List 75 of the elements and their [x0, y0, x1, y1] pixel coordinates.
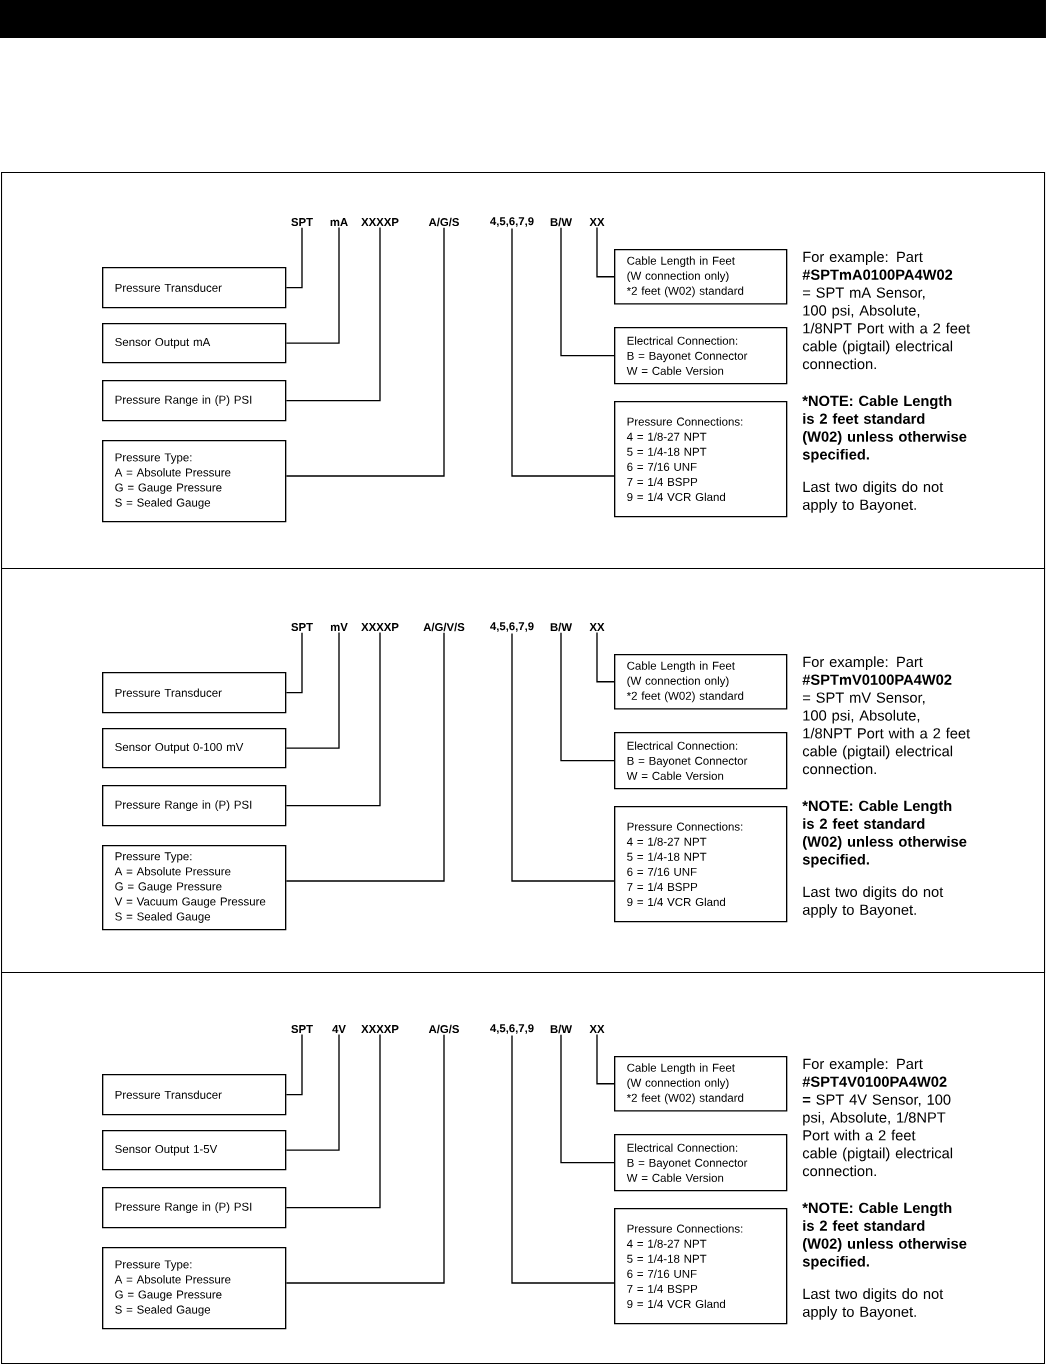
description-box: Cable Length in Feet (W connection only) *2 feet (W02) standard — [614, 1056, 788, 1112]
connector-line — [285, 226, 340, 344]
connector-line — [285, 1033, 303, 1096]
description-box: Sensor Output 0-100 mV — [102, 728, 287, 769]
description-box: Pressure Transducer — [102, 1074, 287, 1116]
note-text: For example: Part #SPTmA0100PA4W02 = SPT mA Sensor, 100 psi, Absolute, 1/8NPT Port with a 2 feet cable (pigtail) electrical connection. — [802, 251, 971, 370]
code-label: SPT — [291, 1025, 313, 1033]
code-label: 4,5,6,7,9 — [490, 622, 534, 632]
note-text: *NOTE: Cable Length is 2 feet standard (W02) unless otherwise specified. — [802, 395, 967, 463]
code-label: SPT — [291, 623, 313, 631]
note-text: *NOTE: Cable Length is 2 feet standard (W02) unless otherwise specified. — [802, 800, 967, 868]
code-label: A/G/S — [428, 1024, 459, 1034]
description-box: Cable Length in Feet (W connection only) *2 feet (W02) standard — [614, 654, 788, 710]
code-label: A/G/V/S — [423, 622, 465, 632]
description-box: Pressure Connections: 4 = 1/8-27 NPT 5 = 1/4-18 NPT 6 = 7/16 UNF 7 = 1/4 BSPP 9 = 1/4 VCR Gland — [614, 806, 788, 923]
description-box: Pressure Range in (P) PSI — [102, 785, 287, 827]
code-label: mA — [330, 218, 348, 226]
code-label: B/W — [550, 217, 572, 227]
code-label: mV — [330, 623, 348, 631]
connector-line — [511, 632, 615, 882]
description-box: Electrical Connection: B = Bayonet Connector W = Cable Version — [614, 732, 788, 790]
code-label: XX — [589, 218, 605, 226]
description-box: Cable Length in Feet (W connection only) *2 feet (W02) standard — [614, 249, 788, 305]
connector-line — [285, 631, 303, 694]
connector-line — [285, 226, 303, 289]
description-box: Electrical Connection: B = Bayonet Connector W = Cable Version — [614, 327, 788, 385]
connector-line — [285, 1033, 381, 1209]
panel-frame — [1, 172, 1046, 570]
code-label: XXXXP — [361, 623, 399, 631]
connector-line — [596, 226, 615, 278]
description-box: Pressure Range in (P) PSI — [102, 1187, 287, 1229]
code-label: XX — [589, 623, 605, 631]
code-label: B/W — [550, 622, 572, 632]
panel-frame — [1, 568, 1046, 974]
connector-line — [560, 632, 615, 762]
connector-line — [285, 227, 445, 477]
description-box: Pressure Transducer — [102, 672, 287, 714]
connector-line — [285, 226, 381, 402]
connector-line — [560, 1034, 615, 1164]
connector-line — [285, 631, 381, 807]
panel-frame — [1, 972, 1046, 1365]
code-label: A/G/S — [428, 217, 459, 227]
note-text: *NOTE: Cable Length is 2 feet standard (W02) unless otherwise specified. — [802, 1202, 967, 1270]
description-box: Sensor Output mA — [102, 323, 287, 364]
note-text: For example: Part #SPT4V0100PA4W02 = SPT 4V Sensor, 100 psi, Absolute, 1/8NPT Port with a 2 feet cable (pigtail) electrical connection. — [802, 1058, 953, 1177]
description-box: Pressure Type: A = Absolute Pressure G = Gauge Pressure S = Sealed Gauge — [102, 1247, 287, 1330]
code-label: 4,5,6,7,9 — [490, 1024, 534, 1034]
connector-line — [285, 1034, 445, 1284]
description-box: Pressure Transducer — [102, 267, 287, 309]
note-text: For example: Part #SPTmV0100PA4W02 = SPT mV Sensor, 100 psi, Absolute, 1/8NPT Port with a 2 feet cable (pigtail) electrical connection. — [802, 656, 971, 775]
connector-line — [285, 1033, 340, 1151]
code-label: 4,5,6,7,9 — [490, 217, 534, 227]
connector-line — [285, 631, 340, 749]
code-label: XX — [589, 1025, 605, 1033]
description-box: Pressure Type: A = Absolute Pressure G = Gauge Pressure V = Vacuum Gauge Pressure S = Sealed Gauge — [102, 845, 287, 931]
connector-line — [511, 227, 615, 477]
connector-line — [285, 632, 445, 882]
connector-line — [596, 1033, 615, 1085]
code-label: XXXXP — [361, 218, 399, 226]
description-box: Sensor Output 1-5V — [102, 1130, 287, 1171]
description-box: Pressure Type: A = Absolute Pressure G = Gauge Pressure S = Sealed Gauge — [102, 440, 287, 523]
note-text: Last two digits do not apply to Bayonet. — [802, 481, 944, 513]
note-text: Last two digits do not apply to Bayonet. — [802, 1288, 944, 1320]
description-box: Pressure Connections: 4 = 1/8-27 NPT 5 = 1/4-18 NPT 6 = 7/16 UNF 7 = 1/4 BSPP 9 = 1/4 VCR Gland — [614, 1208, 788, 1325]
code-label: 4V — [332, 1025, 346, 1033]
description-box: Pressure Range in (P) PSI — [102, 380, 287, 422]
code-label: SPT — [291, 218, 313, 226]
code-label: B/W — [550, 1024, 572, 1034]
description-box: Pressure Connections: 4 = 1/8-27 NPT 5 = 1/4-18 NPT 6 = 7/16 UNF 7 = 1/4 BSPP 9 = 1/4 VCR Gland — [614, 401, 788, 518]
note-text: Last two digits do not apply to Bayonet. — [802, 886, 944, 918]
code-label: XXXXP — [361, 1025, 399, 1033]
connector-line — [596, 631, 615, 683]
connector-line — [560, 227, 615, 357]
connector-line — [511, 1034, 615, 1284]
description-box: Electrical Connection: B = Bayonet Connector W = Cable Version — [614, 1134, 788, 1192]
